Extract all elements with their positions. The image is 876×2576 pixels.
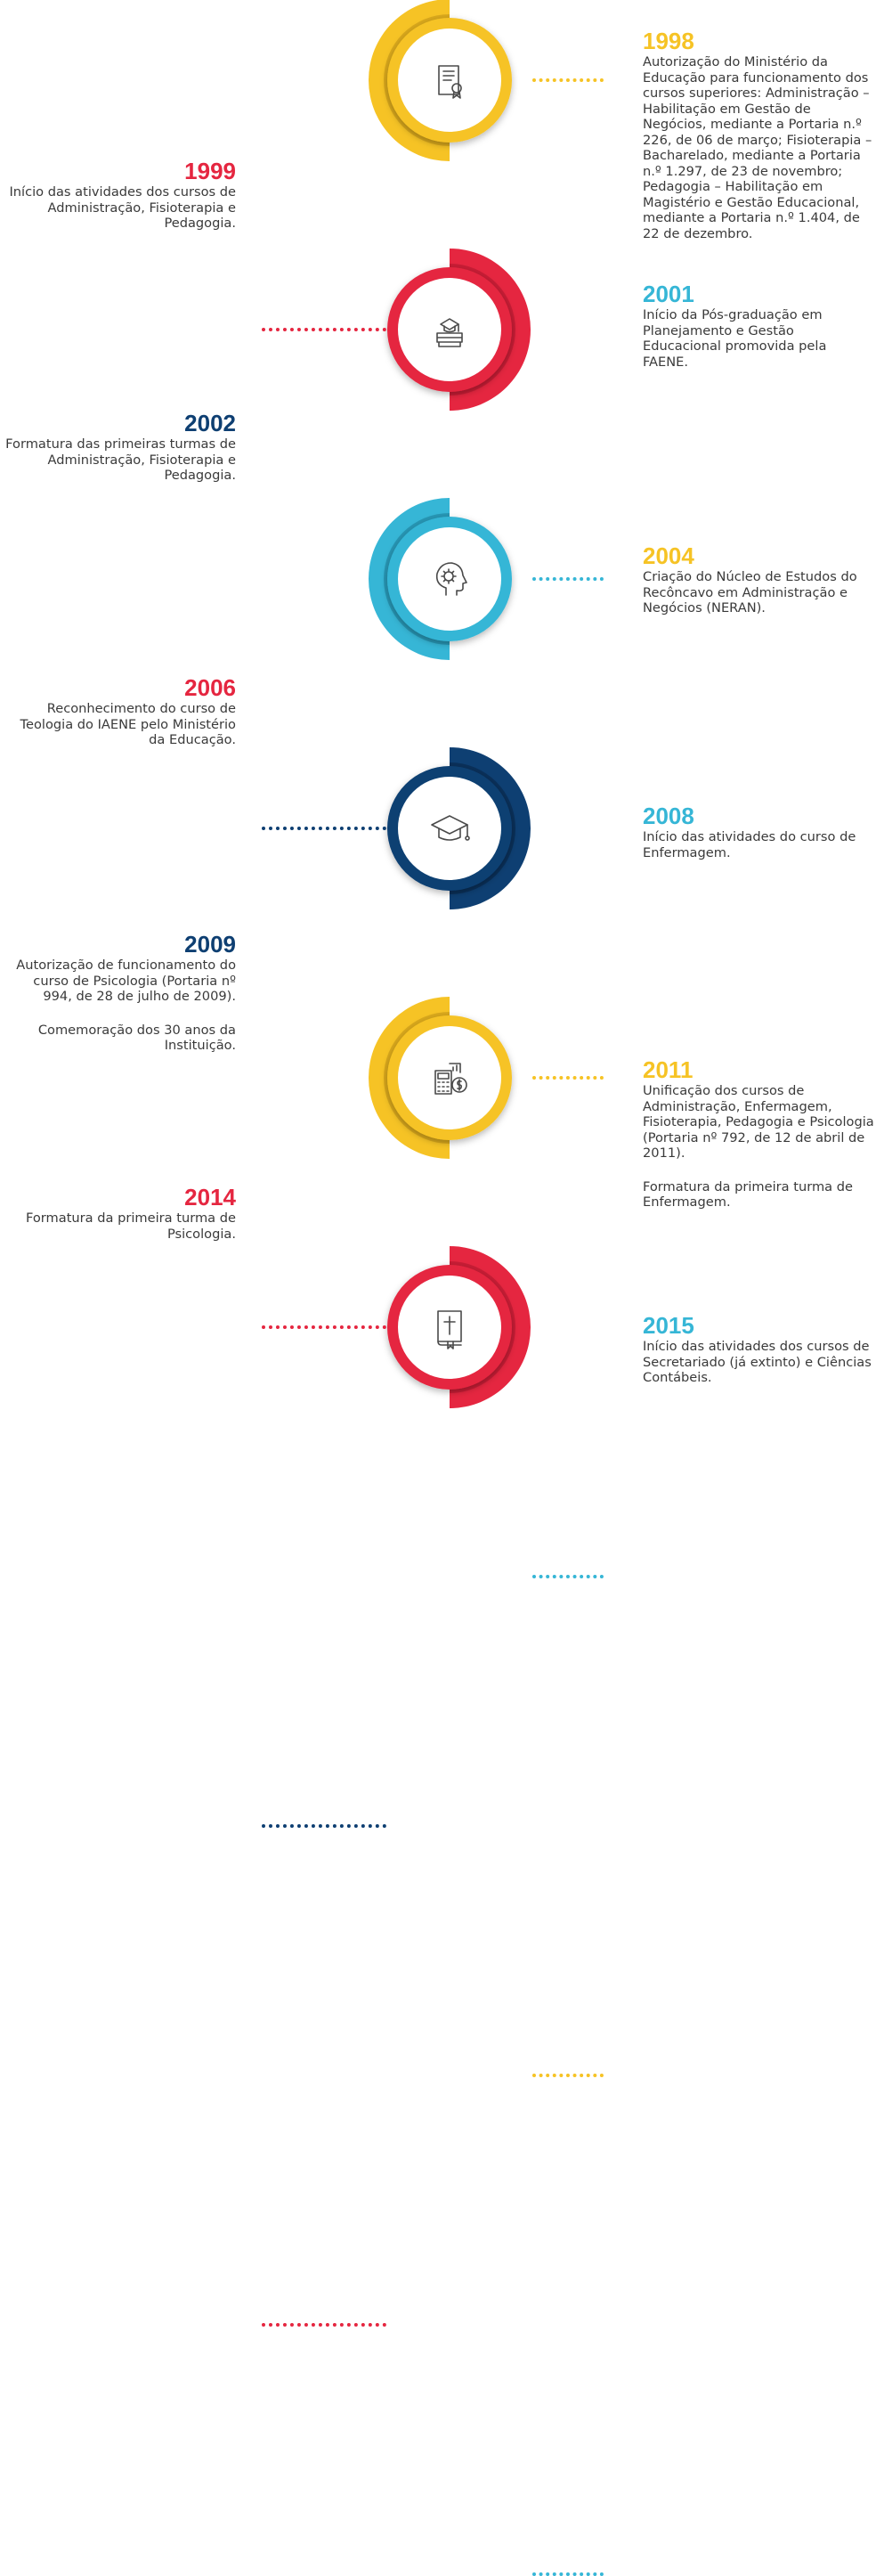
- event-year: 2014: [184, 1184, 236, 1211]
- event-year: 1999: [184, 158, 236, 184]
- event-description: Início das atividades do curso de Enferm…: [643, 829, 876, 860]
- certificate-document-icon: [438, 65, 462, 99]
- dotted-connector: [532, 2074, 604, 2077]
- timeline-node-2001: [369, 498, 512, 660]
- head-gear-icon: [435, 562, 467, 596]
- bible-cross-icon: [437, 1310, 462, 1349]
- event-paragraph: Início da Pós-graduação em Planejamento …: [643, 307, 827, 370]
- event-description: Início das atividades dos cursos de Secr…: [643, 1339, 876, 1386]
- event-year: 2006: [184, 674, 236, 701]
- event-paragraph: Comemoração dos 30 anos da Instituição.: [37, 1022, 236, 1054]
- event-paragraph: Reconhecimento do curso de Teologia do I…: [20, 701, 236, 747]
- event-year: 2001: [643, 281, 694, 307]
- event-year: 1998: [643, 28, 694, 54]
- dotted-connector: [532, 577, 604, 581]
- graduation-cap-icon: [431, 815, 470, 841]
- event-paragraph: Formatura das primeiras turmas de Admini…: [5, 436, 236, 483]
- dotted-connector: [532, 2572, 604, 2576]
- node-disc: [398, 1026, 501, 1129]
- dotted-connector: [532, 1575, 604, 1578]
- event-paragraph: Início das atividades dos cursos de Secr…: [643, 1339, 872, 1385]
- event-description: Autorização de funcionamento do curso de…: [3, 958, 236, 1054]
- event-year: 2009: [184, 931, 236, 958]
- calculator-finance-icon: [434, 1063, 467, 1095]
- dotted-connector: [262, 1824, 386, 1828]
- event-paragraph: Formatura da primeira turma de Psicologi…: [25, 1211, 236, 1242]
- event-paragraph: Unificação dos cursos de Administração, …: [643, 1083, 874, 1161]
- event-paragraph: Autorização do Ministério da Educação pa…: [643, 54, 872, 241]
- dotted-connector: [262, 827, 386, 830]
- event-year: 2011: [643, 1056, 694, 1083]
- node-disc: [398, 527, 501, 631]
- event-paragraph: Formatura da primeira turma de Enfermage…: [643, 1178, 854, 1211]
- dotted-connector: [262, 1325, 386, 1329]
- timeline-node-2006: [387, 1246, 531, 1408]
- event-description: Formatura da primeira turma de Psicologi…: [3, 1211, 236, 1242]
- event-year: 2002: [184, 410, 236, 436]
- event-paragraph: Início das atividades do curso de Enferm…: [643, 829, 856, 860]
- event-paragraph: Início das atividades dos cursos de Admi…: [9, 184, 236, 231]
- event-year: 2008: [643, 803, 694, 829]
- node-disc: [398, 777, 501, 880]
- timeline-node-1999: [387, 249, 531, 411]
- event-description: Reconhecimento do curso de Teologia do I…: [3, 701, 236, 748]
- timeline-node-2002: [387, 747, 531, 909]
- event-paragraph: Criação do Núcleo de Estudos do Recôncav…: [643, 569, 857, 615]
- event-description: Criação do Núcleo de Estudos do Recôncav…: [643, 569, 876, 616]
- event-year: 2004: [643, 542, 694, 569]
- event-description: Autorização do Ministério da Educação pa…: [643, 54, 876, 241]
- timeline-node-1998: [369, 0, 512, 161]
- event-year: 2015: [643, 1312, 694, 1339]
- books-graduation-cap-icon: [436, 318, 463, 347]
- event-paragraph: Autorização de funcionamento do curso de…: [16, 958, 236, 1004]
- timeline-node-2004: [369, 997, 512, 1159]
- event-description: Formatura das primeiras turmas de Admini…: [3, 436, 236, 484]
- dotted-connector: [532, 78, 604, 82]
- event-description: Unificação dos cursos de Administração, …: [643, 1083, 876, 1211]
- dotted-connector: [262, 328, 386, 331]
- timeline-spine: Ψ: [369, 0, 531, 1408]
- dotted-connector: [262, 2323, 386, 2327]
- dotted-connector: [532, 1076, 604, 1080]
- event-description: Início da Pós-graduação em Planejamento …: [643, 307, 876, 370]
- event-description: Início das atividades dos cursos de Admi…: [3, 184, 236, 232]
